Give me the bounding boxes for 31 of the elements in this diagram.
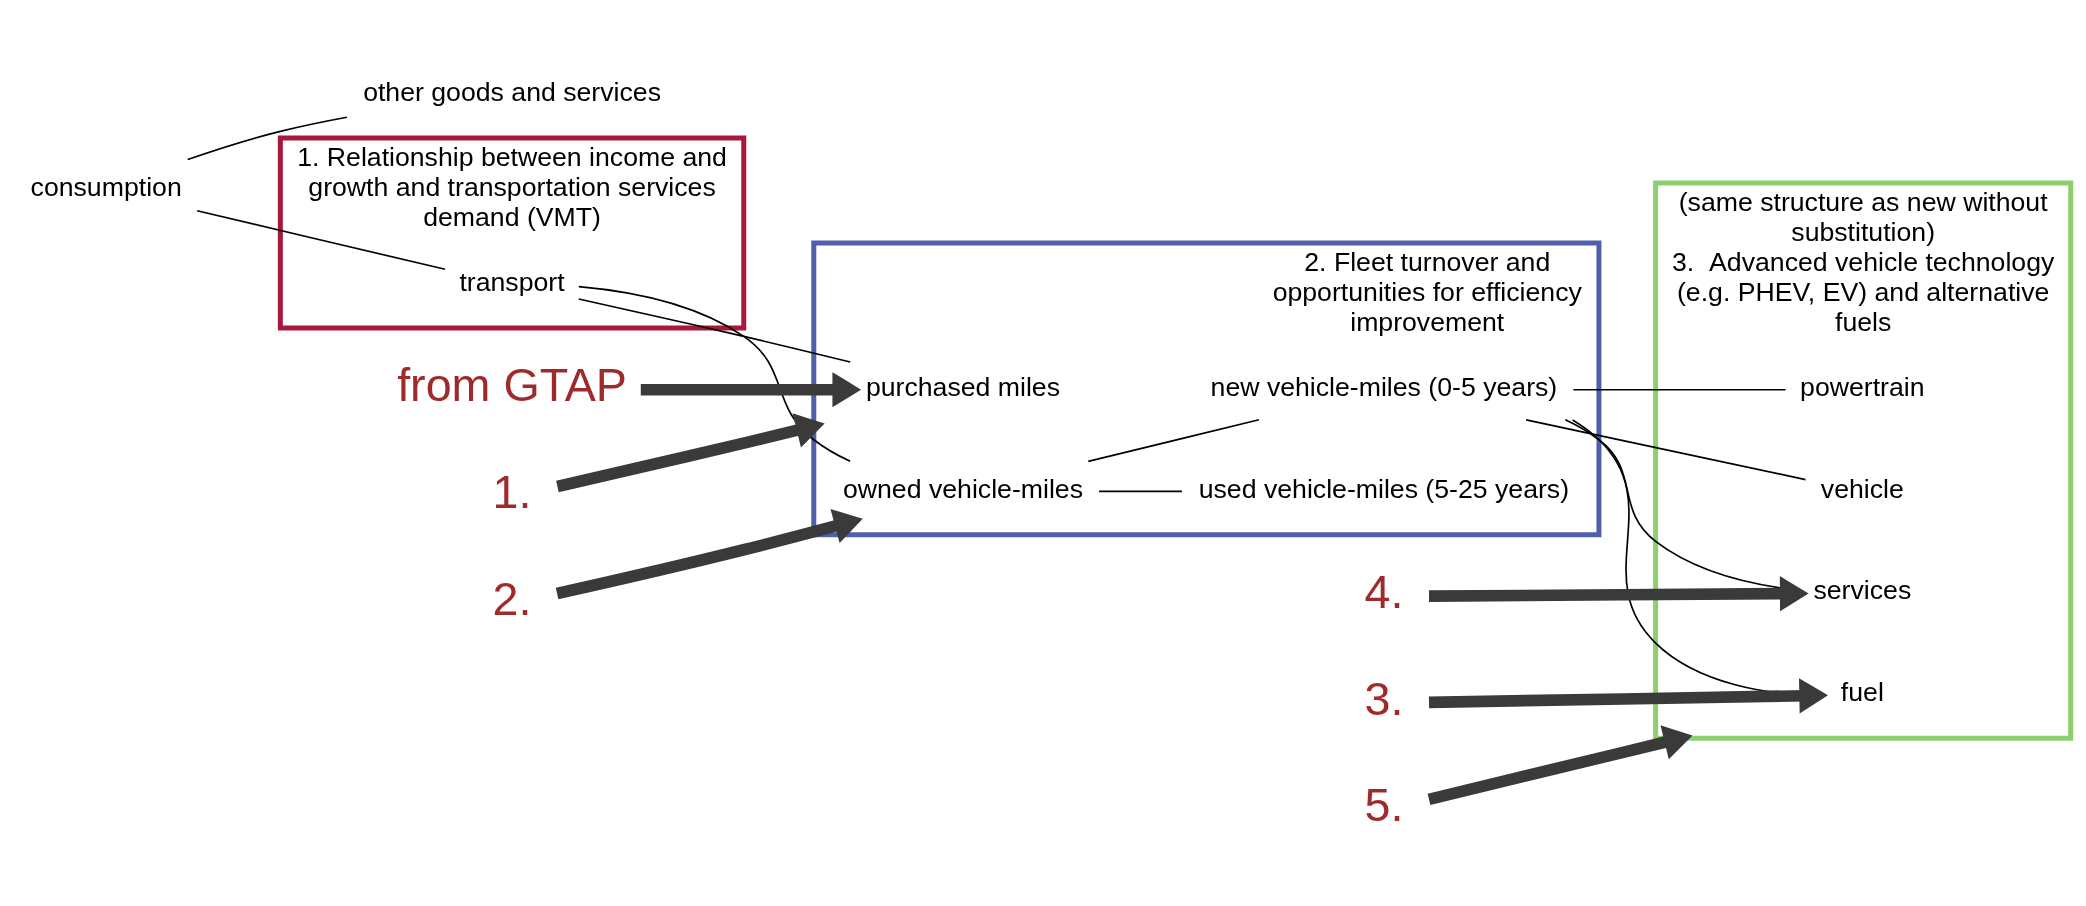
node-text: owned vehicle-miles [842,473,1083,504]
node-text: 1. [492,465,532,518]
node-text: used vehicle-miles (5-25 years) [1198,473,1570,504]
connector [196,209,446,270]
node-text: 4. [1364,565,1404,618]
arrow [1428,575,1809,611]
node-text: other goods and services [363,76,661,107]
arrow [555,508,863,599]
node-text: 3. [1364,672,1404,725]
node-text: 2. [492,572,532,625]
node-text: 5. [1364,778,1404,831]
connector [1525,418,1807,480]
node-text: transport [459,266,565,297]
arrow [556,412,825,492]
arrow [1428,677,1828,713]
node-text: from GTAP [397,358,627,411]
connector [578,285,851,462]
connector [186,115,348,160]
node-text: vehicle [1820,473,1904,504]
arrow [1427,724,1693,805]
connector [1572,388,1787,391]
connector [577,297,852,363]
connector [1098,490,1183,492]
arrow [640,371,862,407]
node-text: consumption [30,171,182,202]
connector [1087,418,1260,462]
node-text: new vehicle-miles (0-5 years) [1210,371,1558,402]
node-text: powertrain [1800,371,1925,402]
node-text: purchased miles [865,371,1061,402]
node-text: fuel [1840,676,1884,707]
node-text: services [1813,574,1912,605]
